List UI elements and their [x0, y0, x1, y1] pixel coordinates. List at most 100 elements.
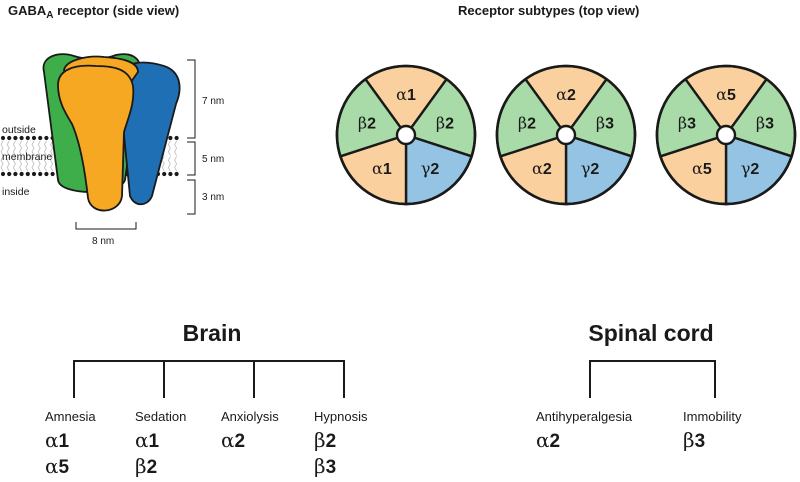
- lipid-tail: [19, 140, 23, 156]
- lipid-tail: [174, 156, 178, 172]
- lipid-tail: [161, 156, 165, 172]
- dim-3nm: 3 nm: [202, 192, 224, 203]
- lipid-tail: [12, 156, 16, 172]
- effect-subtype: α2: [221, 428, 245, 452]
- lipid-tail: [0, 140, 4, 156]
- lipid-head: [44, 135, 49, 141]
- lipid-tail: [43, 140, 47, 156]
- effect-subtype: α1: [135, 428, 160, 452]
- receptor-side-view: [42, 53, 181, 212]
- subunit-label: α5: [692, 159, 712, 178]
- subunit-label: β2: [358, 113, 376, 132]
- effect-label: Sedation: [135, 409, 186, 424]
- subunit-label: α2: [556, 85, 576, 104]
- lipid-head: [13, 135, 18, 141]
- lipid-tail: [43, 156, 47, 172]
- effect-subtype: α5: [45, 454, 70, 478]
- dim-5nm: 5 nm: [202, 154, 224, 165]
- lipid-head: [7, 171, 12, 177]
- subunit-label: β3: [678, 113, 696, 132]
- lipid-tail: [31, 156, 35, 172]
- subunit-label: γ2: [421, 159, 440, 178]
- effect-subtype: β3: [683, 428, 705, 452]
- lipid-tail: [0, 156, 4, 172]
- lipid-tail: [31, 140, 35, 156]
- effect-label: Amnesia: [45, 409, 96, 424]
- lipid-head: [174, 171, 179, 177]
- lipid-head: [162, 171, 167, 177]
- central-pore: [555, 124, 577, 146]
- spinal-effects: Antihyperalgesia α2 Immobility β3: [536, 409, 742, 452]
- lipid-tail: [6, 156, 10, 172]
- receptor-rosette: α1 β2 γ2 α1 β2: [335, 64, 477, 206]
- subunit-label: γ2: [741, 159, 760, 178]
- lipid-tail: [25, 140, 29, 156]
- outside-label: outside: [2, 124, 36, 136]
- subunit-label: γ2: [581, 159, 600, 178]
- effect-label: Antihyperalgesia: [536, 409, 633, 424]
- subunit-label: β2: [436, 113, 454, 132]
- rosette-outline: [335, 64, 477, 206]
- brain-title: Brain: [183, 320, 242, 346]
- lipid-head: [25, 135, 30, 141]
- lipid-tail: [50, 156, 54, 172]
- effect-subtype: β2: [135, 454, 157, 478]
- rosette-outline: [495, 64, 637, 206]
- lipid-head: [168, 171, 173, 177]
- lipid-head: [19, 171, 24, 177]
- lipid-head: [174, 135, 179, 141]
- lipid-head: [44, 171, 49, 177]
- lipid-head: [25, 171, 30, 177]
- spinal-title: Spinal cord: [588, 320, 713, 346]
- effect-label: Hypnosis: [314, 409, 368, 424]
- lipid-tail: [37, 140, 41, 156]
- dimension-brackets: [75, 59, 196, 230]
- lipid-head: [168, 135, 173, 141]
- lipid-head: [38, 171, 43, 177]
- lipid-tail: [6, 140, 10, 156]
- lipid-tail: [25, 156, 29, 172]
- effect-label: Immobility: [683, 409, 742, 424]
- dim-8nm: 8 nm: [92, 236, 114, 247]
- lipid-head: [38, 135, 43, 141]
- effect-column: Immobility β3: [683, 409, 742, 452]
- lipid-head: [50, 171, 55, 177]
- central-pore: [715, 124, 737, 146]
- inside-label: inside: [2, 186, 30, 198]
- receptor-rosette: α2 β3 γ2 α2 β2: [495, 64, 637, 206]
- subunit-label: α1: [396, 85, 416, 104]
- lipid-head: [31, 171, 37, 177]
- brain-effects: Amnesiaα1α5Sedationα1β2Anxiolysisα2Hypno…: [45, 409, 368, 478]
- membrane-label: membrane: [2, 151, 52, 163]
- subunit-label: β3: [756, 113, 774, 132]
- lipid-head: [31, 135, 37, 141]
- dim-7nm: 7 nm: [202, 96, 224, 107]
- effect-column: Antihyperalgesia α2: [536, 409, 633, 452]
- spinal-tree: [589, 360, 716, 398]
- lipid-head: [0, 171, 6, 177]
- rosette-outline: [655, 64, 797, 206]
- subunit-label: α2: [532, 159, 552, 178]
- effect-subtype: α1: [45, 428, 70, 452]
- front-alpha-subunit: [57, 64, 135, 212]
- subunit-label: β2: [518, 113, 536, 132]
- lipid-tail: [37, 156, 41, 172]
- lipid-head: [19, 135, 24, 141]
- effect-subtype: β3: [314, 454, 336, 478]
- top-view-title: Receptor subtypes (top view): [458, 3, 639, 18]
- lipid-tail: [167, 156, 171, 172]
- lipid-head: [13, 171, 18, 177]
- lipid-tail: [19, 156, 23, 172]
- subunit-label: β3: [596, 113, 614, 132]
- brain-tree: [73, 360, 345, 398]
- subunit-label: α1: [372, 159, 392, 178]
- effect-subtype: α2: [536, 428, 560, 452]
- effect-subtype: β2: [314, 428, 336, 452]
- lipid-tail: [50, 140, 54, 156]
- lipid-head: [7, 135, 12, 141]
